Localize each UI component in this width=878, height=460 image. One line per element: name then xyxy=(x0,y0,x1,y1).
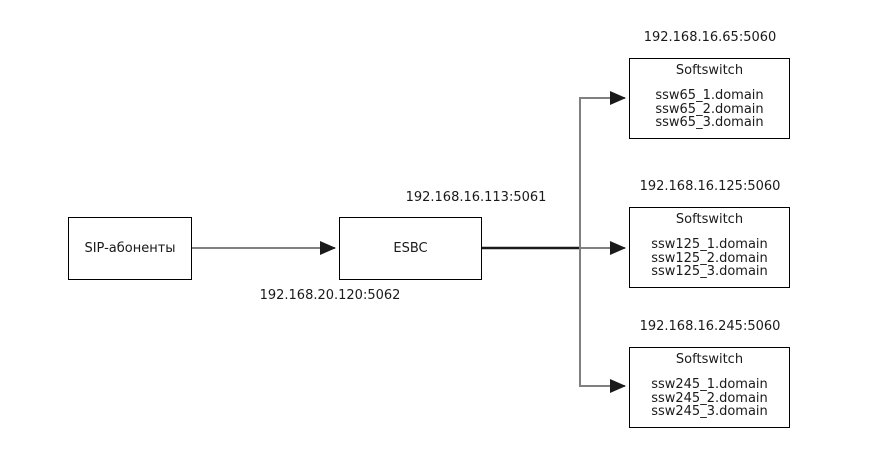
address-label-ssw125: 192.168.16.125:5060 xyxy=(639,179,781,194)
domain-line: ssw65_2.domain xyxy=(655,101,764,117)
softswitch-245-domains: ssw245_1.domain ssw245_2.domain ssw245_3… xyxy=(651,378,768,419)
domain-line: ssw245_1.domain xyxy=(651,377,768,392)
node-esbc-label: ESBC xyxy=(393,241,428,256)
domain-line: ssw125_2.domain xyxy=(651,250,768,266)
address-label-ssw65: 192.168.16.65:5060 xyxy=(643,30,777,45)
softswitch-65-title: Softswitch xyxy=(675,63,744,78)
address-label-esbc-outbound: 192.168.16.113:5061 xyxy=(405,190,547,205)
softswitch-65-domains: ssw65_1.domain ssw65_2.domain ssw65_3.do… xyxy=(655,89,763,130)
domain-line: ssw245_3.domain xyxy=(651,404,768,419)
address-label-ssw245: 192.168.16.245:5060 xyxy=(639,319,781,334)
domain-line: ssw125_1.domain xyxy=(651,237,768,252)
domain-line: ssw245_2.domain xyxy=(651,390,768,406)
node-esbc: ESBC xyxy=(339,217,482,280)
softswitch-125-title: Softswitch xyxy=(675,212,744,227)
domain-line: ssw65_3.domain xyxy=(655,115,764,130)
softswitch-125-domains: ssw125_1.domain ssw125_2.domain ssw125_3… xyxy=(651,238,768,279)
node-softswitch-65: Softswitch ssw65_1.domain ssw65_2.domain… xyxy=(629,58,790,139)
node-sip-label: SIP-абоненты xyxy=(84,241,176,256)
domain-line: ssw125_3.domain xyxy=(651,264,768,279)
node-sip-subscribers: SIP-абоненты xyxy=(68,217,192,280)
node-softswitch-245: Softswitch ssw245_1.domain ssw245_2.doma… xyxy=(629,347,790,428)
node-softswitch-125: Softswitch ssw125_1.domain ssw125_2.doma… xyxy=(629,207,790,288)
domain-line: ssw65_1.domain xyxy=(655,88,764,103)
softswitch-245-title: Softswitch xyxy=(675,352,744,367)
address-label-esbc-inbound: 192.168.20.120:5062 xyxy=(259,288,401,303)
